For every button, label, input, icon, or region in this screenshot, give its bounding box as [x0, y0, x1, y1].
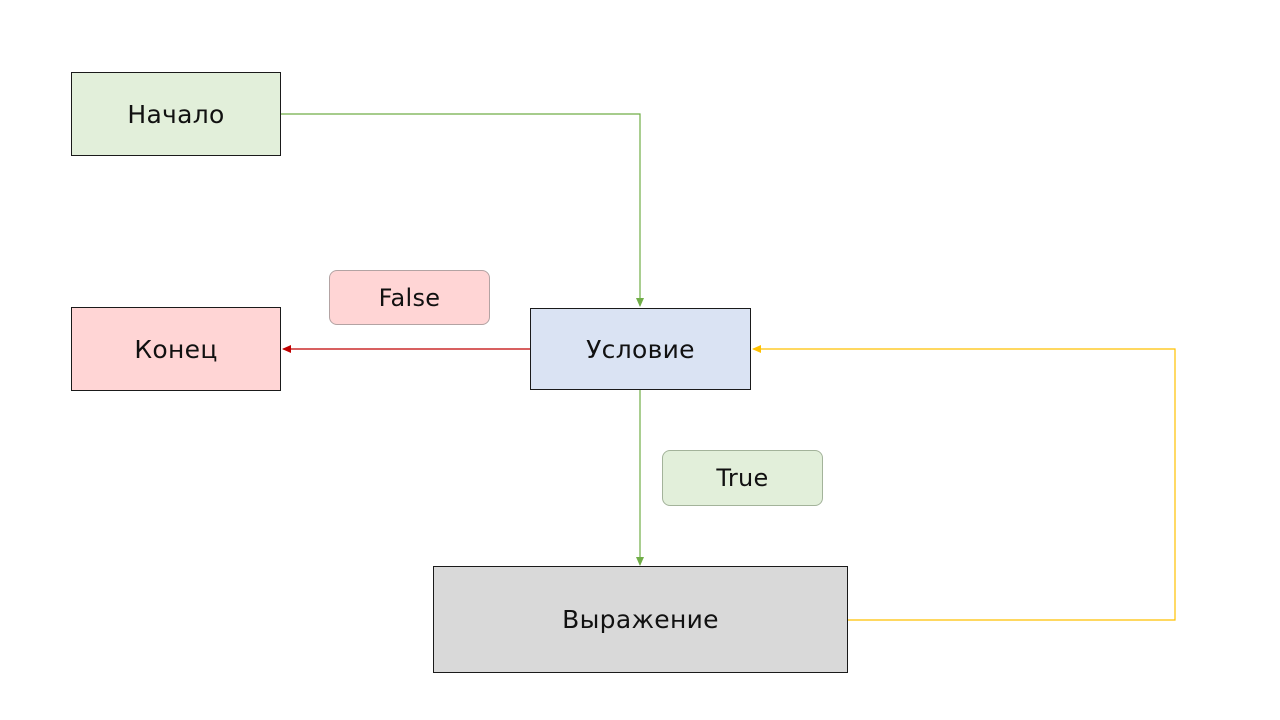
edge-start-to-condition [281, 113, 644, 307]
end-node[interactable]: Конец [71, 307, 281, 391]
true-branch-label-text: True [716, 464, 769, 492]
expression-node[interactable]: Выражение [433, 566, 848, 673]
false-branch-label: False [329, 270, 490, 325]
start-node[interactable]: Начало [71, 72, 281, 156]
condition-node-label: Условие [586, 334, 695, 364]
start-node-label: Начало [127, 99, 225, 129]
edge-expression-to-condition-loop [752, 345, 1176, 621]
true-branch-label: True [662, 450, 823, 506]
condition-node[interactable]: Условие [530, 308, 751, 390]
expression-node-label: Выражение [562, 605, 719, 634]
false-branch-label-text: False [378, 283, 441, 312]
end-node-label: Конец [134, 334, 218, 364]
